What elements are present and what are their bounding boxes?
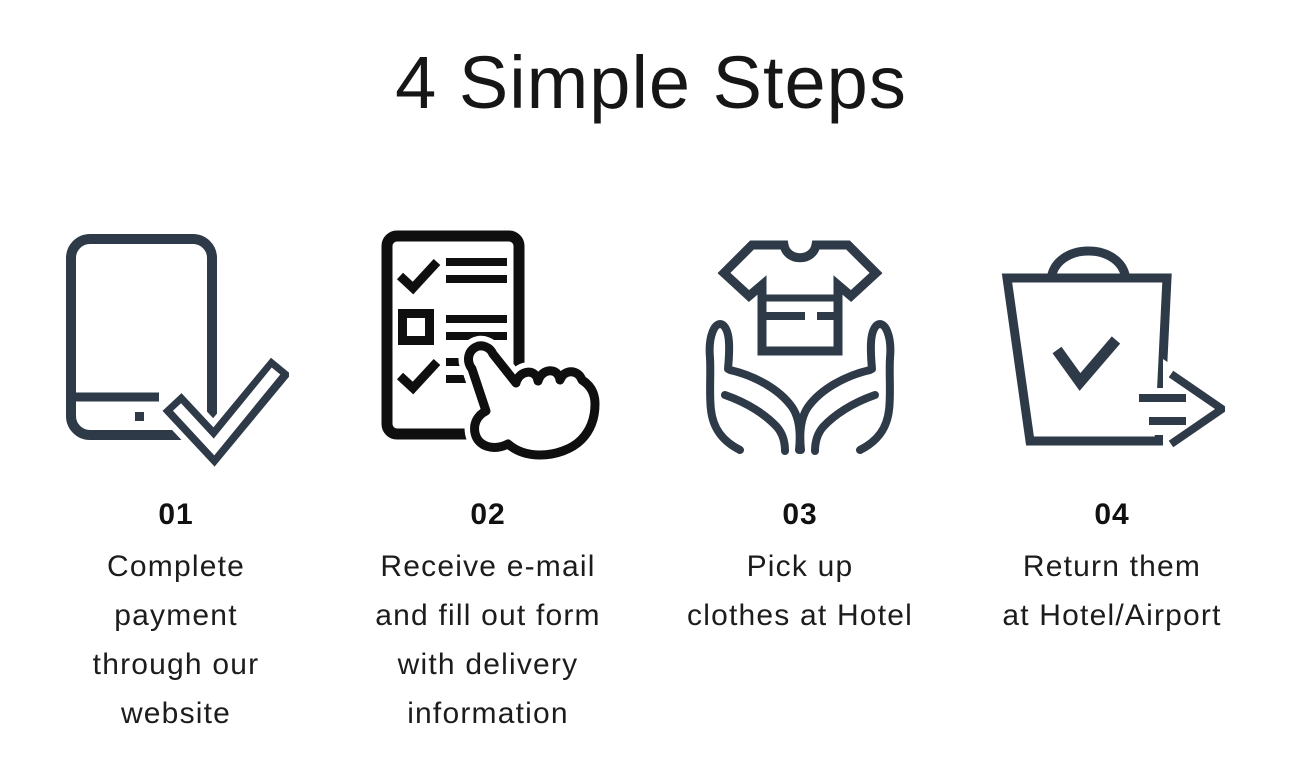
step-4: 04 Return them at Hotel/Airport	[956, 226, 1268, 738]
step-number: 03	[782, 498, 818, 531]
steps-row: 01 Complete payment through our website	[20, 226, 1268, 738]
step-2: 02 Receive e-mail and fill out form with…	[332, 226, 644, 738]
step-number: 02	[470, 498, 506, 531]
bag-return-arrow-icon	[1000, 226, 1225, 482]
step-caption: Pick up clothes at Hotel	[687, 550, 913, 632]
step-1: 01 Complete payment through our website	[20, 226, 332, 738]
step-number: 01	[158, 498, 194, 531]
page-title: 4 Simple Steps	[395, 41, 907, 124]
step-number: 04	[1094, 498, 1130, 531]
step-caption: Receive e-mail and fill out form with de…	[375, 550, 601, 730]
step-caption: Complete payment through our website	[92, 550, 260, 730]
hands-holding-clothes-icon	[700, 226, 900, 482]
step-caption: Return them at Hotel/Airport	[1002, 550, 1222, 632]
tablet-check-icon	[64, 226, 289, 482]
step-3: 03 Pick up clothes at Hotel	[644, 226, 956, 738]
form-checklist-hand-icon	[376, 226, 601, 482]
